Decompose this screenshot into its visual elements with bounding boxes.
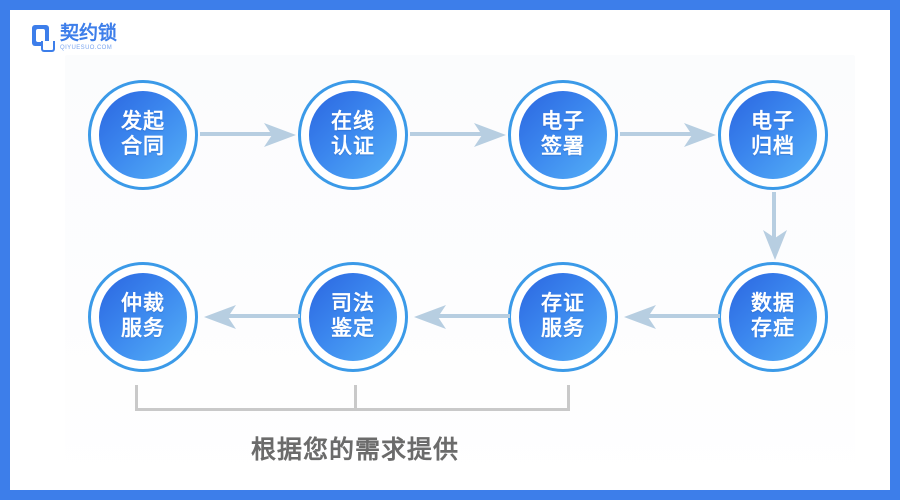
brand-logo: 契约锁 QIYUESUO.COM <box>32 24 117 52</box>
flow-node-line1: 存证 <box>541 292 585 316</box>
logo-name-en: QIYUESUO.COM <box>60 45 113 51</box>
flow-node-line2: 认证 <box>331 135 375 158</box>
flow-node-data-storage[interactable]: 数据 存症 <box>718 262 828 372</box>
flow-node-line2: 签署 <box>541 135 585 158</box>
arrow-right-initiate-to-auth <box>200 123 296 147</box>
arrow-right-auth-to-signing <box>410 123 506 147</box>
flow-node-line1: 发起 <box>121 110 165 134</box>
arrow-left-judicial-to-arbitration <box>204 305 300 329</box>
flow-node-line2: 服务 <box>541 317 585 340</box>
flow-node-line1: 在线 <box>331 110 375 134</box>
arrow-left-data-storage-to-evidence <box>624 305 720 329</box>
flow-node-label: 司法 鉴定 <box>309 273 397 361</box>
flow-node-evidence-service[interactable]: 存证 服务 <box>508 262 618 372</box>
flow-node-line2: 归档 <box>751 135 795 158</box>
arrow-down-archiving-to-data-storage <box>763 192 787 260</box>
flow-node-judicial-appraisal[interactable]: 司法 鉴定 <box>298 262 408 372</box>
flow-node-label: 仲裁 服务 <box>99 273 187 361</box>
flow-node-line2: 合同 <box>121 135 165 158</box>
flow-node-line1: 仲裁 <box>121 292 165 316</box>
flow-node-line1: 司法 <box>331 292 375 316</box>
logo-wordmark: 契约锁 QIYUESUO.COM <box>60 24 117 51</box>
flow-node-online-authentication[interactable]: 在线 认证 <box>298 80 408 190</box>
flow-node-line1: 数据 <box>751 292 795 316</box>
flow-node-label: 存证 服务 <box>519 273 607 361</box>
flow-node-label: 电子 签署 <box>519 91 607 179</box>
flow-node-line2: 存症 <box>751 317 795 340</box>
flow-node-line2: 服务 <box>121 317 165 340</box>
flow-node-electronic-archiving[interactable]: 电子 归档 <box>718 80 828 190</box>
flow-node-electronic-signing[interactable]: 电子 签署 <box>508 80 618 190</box>
arrow-left-evidence-to-judicial <box>414 305 510 329</box>
flow-node-arbitration-service[interactable]: 仲裁 服务 <box>88 262 198 372</box>
flow-node-label: 数据 存症 <box>729 273 817 361</box>
flow-node-label: 电子 归档 <box>729 91 817 179</box>
flow-node-initiate-contract[interactable]: 发起 合同 <box>88 80 198 190</box>
flow-node-line1: 电子 <box>541 110 585 134</box>
slide-inner-page: 契约锁 QIYUESUO.COM 发起 合同 在线 认证 电子 签署 <box>10 10 890 490</box>
arrow-right-signing-to-archiving <box>620 123 716 147</box>
optional-services-bracket <box>135 385 570 411</box>
bracket-caption: 根据您的需求提供 <box>250 436 459 464</box>
logo-lock-icon <box>32 24 55 52</box>
flow-node-line2: 鉴定 <box>331 317 375 340</box>
flow-node-line1: 电子 <box>751 110 795 134</box>
bracket-divider-tick <box>354 385 357 411</box>
flow-node-label: 在线 认证 <box>309 91 397 179</box>
flow-node-label: 发起 合同 <box>99 91 187 179</box>
logo-name-cn: 契约锁 <box>60 23 118 44</box>
